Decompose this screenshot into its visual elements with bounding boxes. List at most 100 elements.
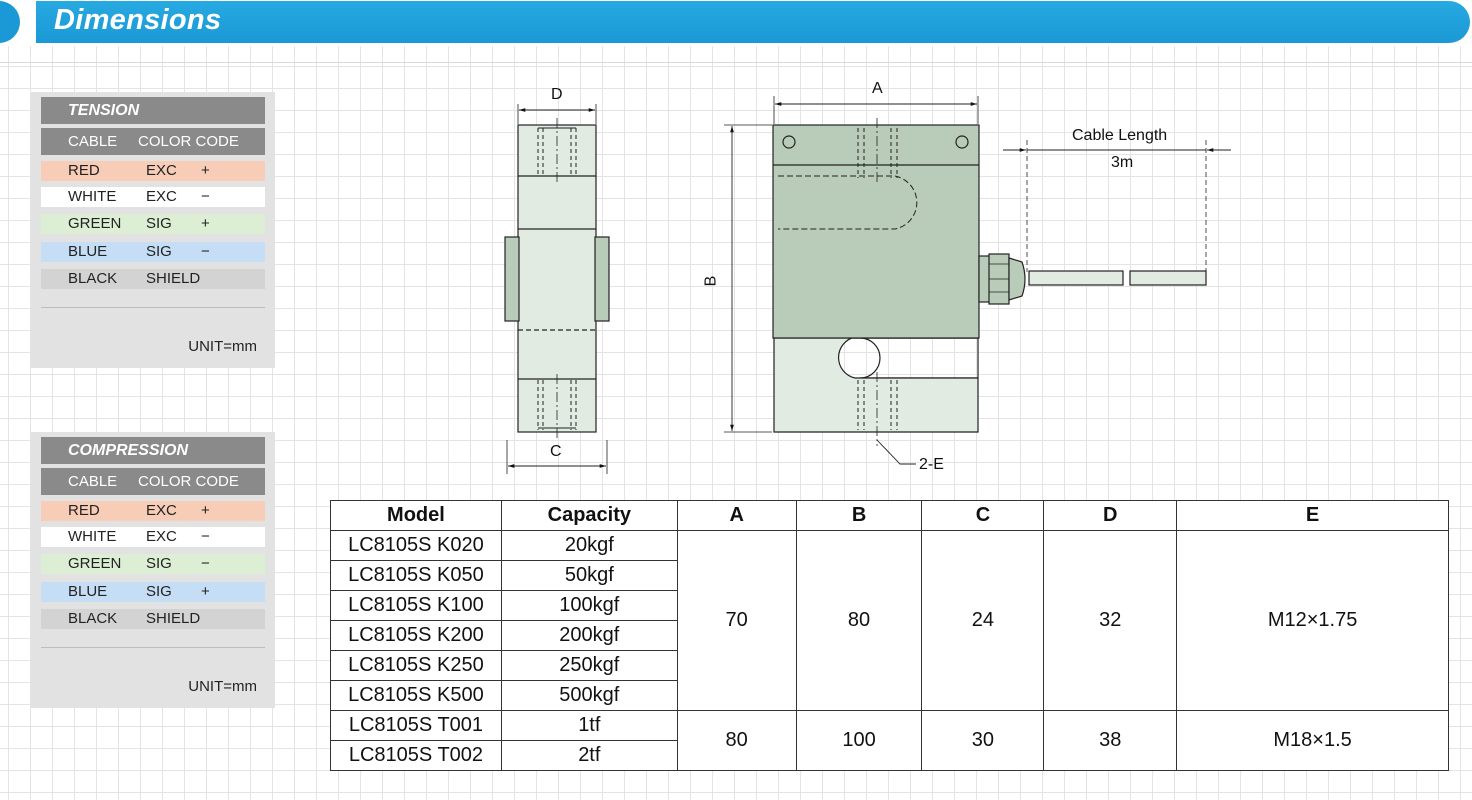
model-cell: LC8105S K020 [330,530,502,561]
table-row: LC8105S T001 1tf 80 100 30 38 M18×1.5 [330,710,1449,771]
dimension-label-a: A [872,80,883,97]
dim-e-cell: M12×1.75 [1176,530,1449,711]
dim-d-cell: 38 [1043,710,1178,771]
cable [1028,270,1124,286]
dim-c-cell: 24 [921,530,1045,711]
capacity-cell: 200kgf [500,620,678,651]
model-cell: LC8105S K200 [330,620,502,651]
model-cell: LC8105S K100 [330,590,502,621]
wire-polarity: − [201,243,210,260]
side-view-right-flange [594,236,610,322]
tension-row-green: GREEN SIG + [41,214,265,234]
model-cell: LC8105S T002 [330,740,502,771]
capacity-cell: 100kgf [500,590,678,621]
capacity-cell: 500kgf [500,680,678,711]
table-row: LC8105S K200 200kgf [330,620,1449,651]
wire-polarity: − [201,528,210,545]
wire-color: RED [68,502,100,519]
panel-divider [41,647,265,648]
compression-row-green: GREEN SIG − [41,554,265,574]
model-cell: LC8105S K050 [330,560,502,591]
wire-function: SIG [146,555,172,572]
side-view-body [517,124,597,433]
dimension-label-c: C [550,443,562,460]
section-header: Dimensions [0,0,1472,46]
cable-length-value: 3m [1111,154,1134,171]
model-cell: LC8105S T001 [330,710,502,741]
tension-row-black: BLACK SHIELD [41,269,265,289]
wire-function: EXC [146,162,177,179]
dim-b-cell: 80 [795,530,923,711]
compression-row-white: WHITE EXC − [41,527,265,547]
model-cell: LC8105S K500 [330,680,502,711]
header-circle-accent [0,1,20,43]
wire-polarity: + [201,583,210,600]
tension-panel-column-headers: CABLE COLOR CODE [41,128,265,155]
hole-spec-label: 2-E [919,456,944,473]
color-code-column-header: COLOR CODE [138,473,239,490]
wire-function: SHIELD [146,270,201,287]
dim-a-cell: 70 [676,530,797,711]
tension-panel-title: TENSION [41,97,265,124]
dim-d-cell: 32 [1043,530,1178,711]
compression-row-red: RED EXC + [41,501,265,521]
wire-color: BLACK [68,270,118,287]
wire-function: EXC [146,188,177,205]
dim-e-cell: M18×1.5 [1176,710,1449,771]
compression-panel-column-headers: CABLE COLOR CODE [41,468,265,495]
wire-polarity: − [201,555,210,572]
capacity-cell: 50kgf [500,560,678,591]
capacity-cell: 250kgf [500,650,678,681]
tension-row-red: RED EXC + [41,161,265,181]
column-header: E [1176,500,1449,531]
tension-row-blue: BLUE SIG − [41,242,265,262]
compression-panel-title: COMPRESSION [41,437,265,464]
table-row: LC8105S K250 250kgf [330,650,1449,681]
column-header: Capacity [500,500,678,531]
wire-function: SIG [146,583,172,600]
dim-b-cell: 100 [795,710,923,771]
dimensions-table: Model Capacity A B C D E LC8105S K020 20… [330,500,1449,771]
side-view-left-flange [504,236,520,322]
unit-label: UNIT=mm [188,338,257,355]
tension-row-white: WHITE EXC − [41,187,265,207]
cable-column-header: CABLE [68,473,118,490]
capacity-cell: 1tf [500,710,678,741]
panel-divider [41,307,265,308]
wire-color: BLUE [68,583,108,600]
wire-color: RED [68,162,100,179]
compression-color-code-panel: COMPRESSION CABLE COLOR CODE RED EXC + W… [31,432,275,708]
table-header-row: Model Capacity A B C D E [330,500,1449,531]
header-divider [0,62,1472,63]
wire-polarity: − [201,188,210,205]
column-header: A [676,500,797,531]
wire-color: GREEN [68,555,122,572]
wire-color: WHITE [68,528,117,545]
dim-a-cell: 80 [676,710,797,771]
column-header: Model [330,500,502,531]
unit-label: UNIT=mm [188,678,257,695]
column-header: D [1043,500,1178,531]
page-title: Dimensions [54,4,222,36]
wire-function: EXC [146,502,177,519]
compression-row-black: BLACK SHIELD [41,609,265,629]
color-code-column-header: COLOR CODE [138,133,239,150]
wire-polarity: + [201,502,210,519]
column-header: B [795,500,923,531]
wire-polarity: + [201,215,210,232]
wire-color: BLUE [68,243,108,260]
model-cell: LC8105S K250 [330,650,502,681]
compression-row-blue: BLUE SIG + [41,582,265,602]
column-header: C [921,500,1045,531]
front-view-body [772,124,980,339]
wire-color: WHITE [68,188,117,205]
cable-column-header: CABLE [68,133,118,150]
table-row: LC8105S K020 20kgf 70 80 24 32 M12×1.75 [330,530,1449,711]
wire-polarity: + [201,162,210,179]
capacity-cell: 2tf [500,740,678,771]
cable-length-label: Cable Length [1072,127,1168,144]
dimension-label-b: B [702,275,720,287]
front-view [724,96,1231,465]
wire-function: SIG [146,243,172,260]
table-row: LC8105S T002 2tf [330,740,1449,771]
